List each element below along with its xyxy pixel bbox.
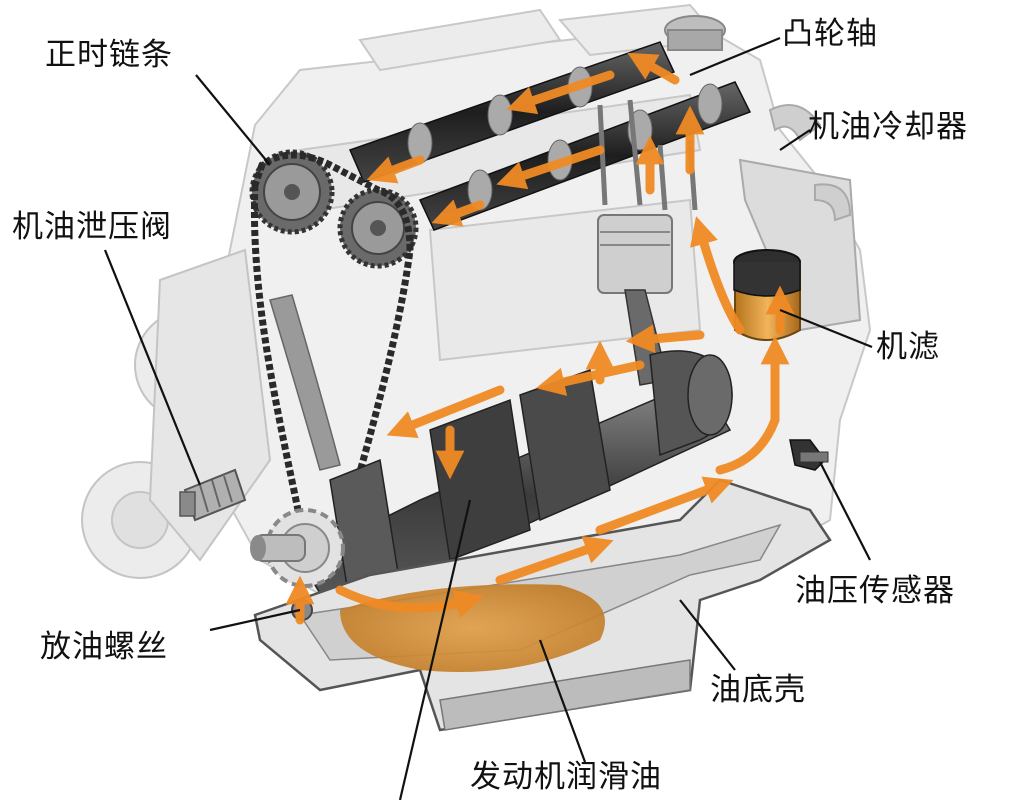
label-oil-filter: 机滤 bbox=[876, 329, 940, 365]
label-oil-relief-valve: 机油泄压阀 bbox=[12, 209, 172, 245]
oil-relief-valve bbox=[179, 468, 247, 522]
label-oil-cooler: 机油冷却器 bbox=[808, 109, 968, 145]
oil-pressure-sensor bbox=[789, 439, 829, 471]
label-camshaft: 凸轮轴 bbox=[782, 16, 878, 52]
label-timing-chain: 正时链条 bbox=[45, 37, 173, 73]
oil-filler-cap bbox=[664, 15, 726, 51]
timing-chain bbox=[250, 151, 414, 551]
chain-tensioner bbox=[269, 294, 341, 471]
leader-lines bbox=[103, 36, 873, 800]
label-engine-oil: 发动机润滑油 bbox=[470, 759, 662, 795]
label-oil-pressure-sensor: 油压传感器 bbox=[795, 573, 955, 609]
oil-filter bbox=[733, 249, 801, 341]
label-drain-plug: 放油螺丝 bbox=[40, 629, 168, 665]
front-cover bbox=[81, 248, 272, 579]
oil-flow-arrows bbox=[285, 52, 795, 625]
label-oil-pan: 油底壳 bbox=[710, 672, 806, 708]
cam-sprocket-left bbox=[249, 149, 335, 235]
crankshaft bbox=[298, 350, 733, 611]
